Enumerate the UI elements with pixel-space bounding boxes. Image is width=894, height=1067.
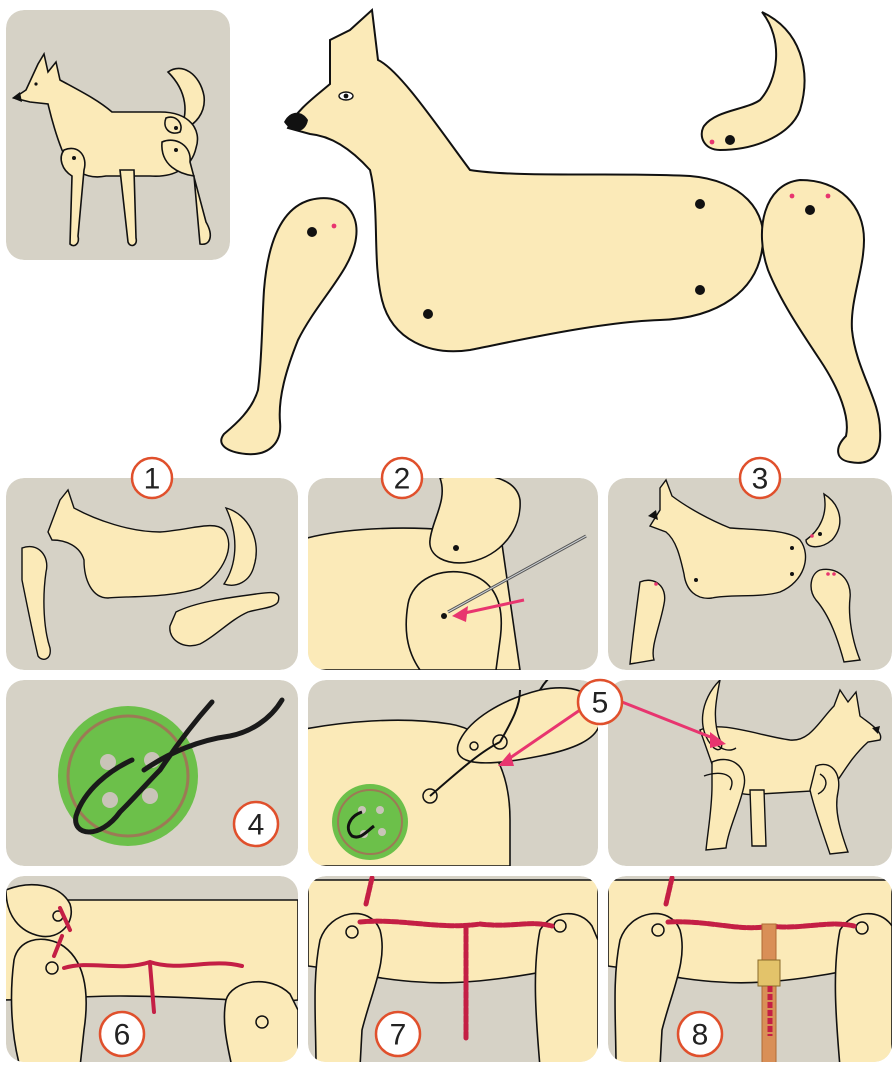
step-2-panel [300, 475, 598, 670]
hind-leg-piece [762, 180, 880, 463]
step-number: 6 [114, 1019, 131, 1052]
step-8-panel [608, 876, 892, 1067]
body-piece [288, 10, 763, 351]
front-leg-piece [221, 198, 356, 454]
step-5-badge: 5 [578, 680, 622, 724]
step-1-panel [6, 478, 298, 670]
step-7-badge: 7 [376, 1012, 420, 1056]
step-2-badge: 2 [382, 458, 422, 498]
step-number: 8 [692, 1019, 709, 1052]
step-number: 1 [144, 463, 161, 496]
step-3-panel [608, 478, 892, 670]
step-number: 4 [248, 809, 265, 842]
step-3-badge: 3 [740, 458, 780, 498]
step-5-panel [300, 664, 600, 866]
step-7-panel [308, 876, 598, 1067]
step-6-panel [0, 876, 298, 1067]
step-8-badge: 8 [678, 1012, 722, 1056]
step-6-badge: 6 [100, 1012, 144, 1056]
pattern-pieces [221, 10, 880, 463]
step-number: 5 [592, 687, 609, 720]
step-5b-panel [608, 680, 892, 866]
eye-icon [339, 92, 353, 100]
assembled-dog-panel [6, 10, 230, 260]
step-1-badge: 1 [132, 458, 172, 498]
step-4-badge: 4 [234, 802, 278, 846]
step-number: 3 [752, 463, 769, 496]
tail-piece [702, 12, 805, 150]
step-number: 7 [390, 1019, 407, 1052]
green-button-icon [332, 784, 408, 860]
step-number: 2 [394, 463, 411, 496]
